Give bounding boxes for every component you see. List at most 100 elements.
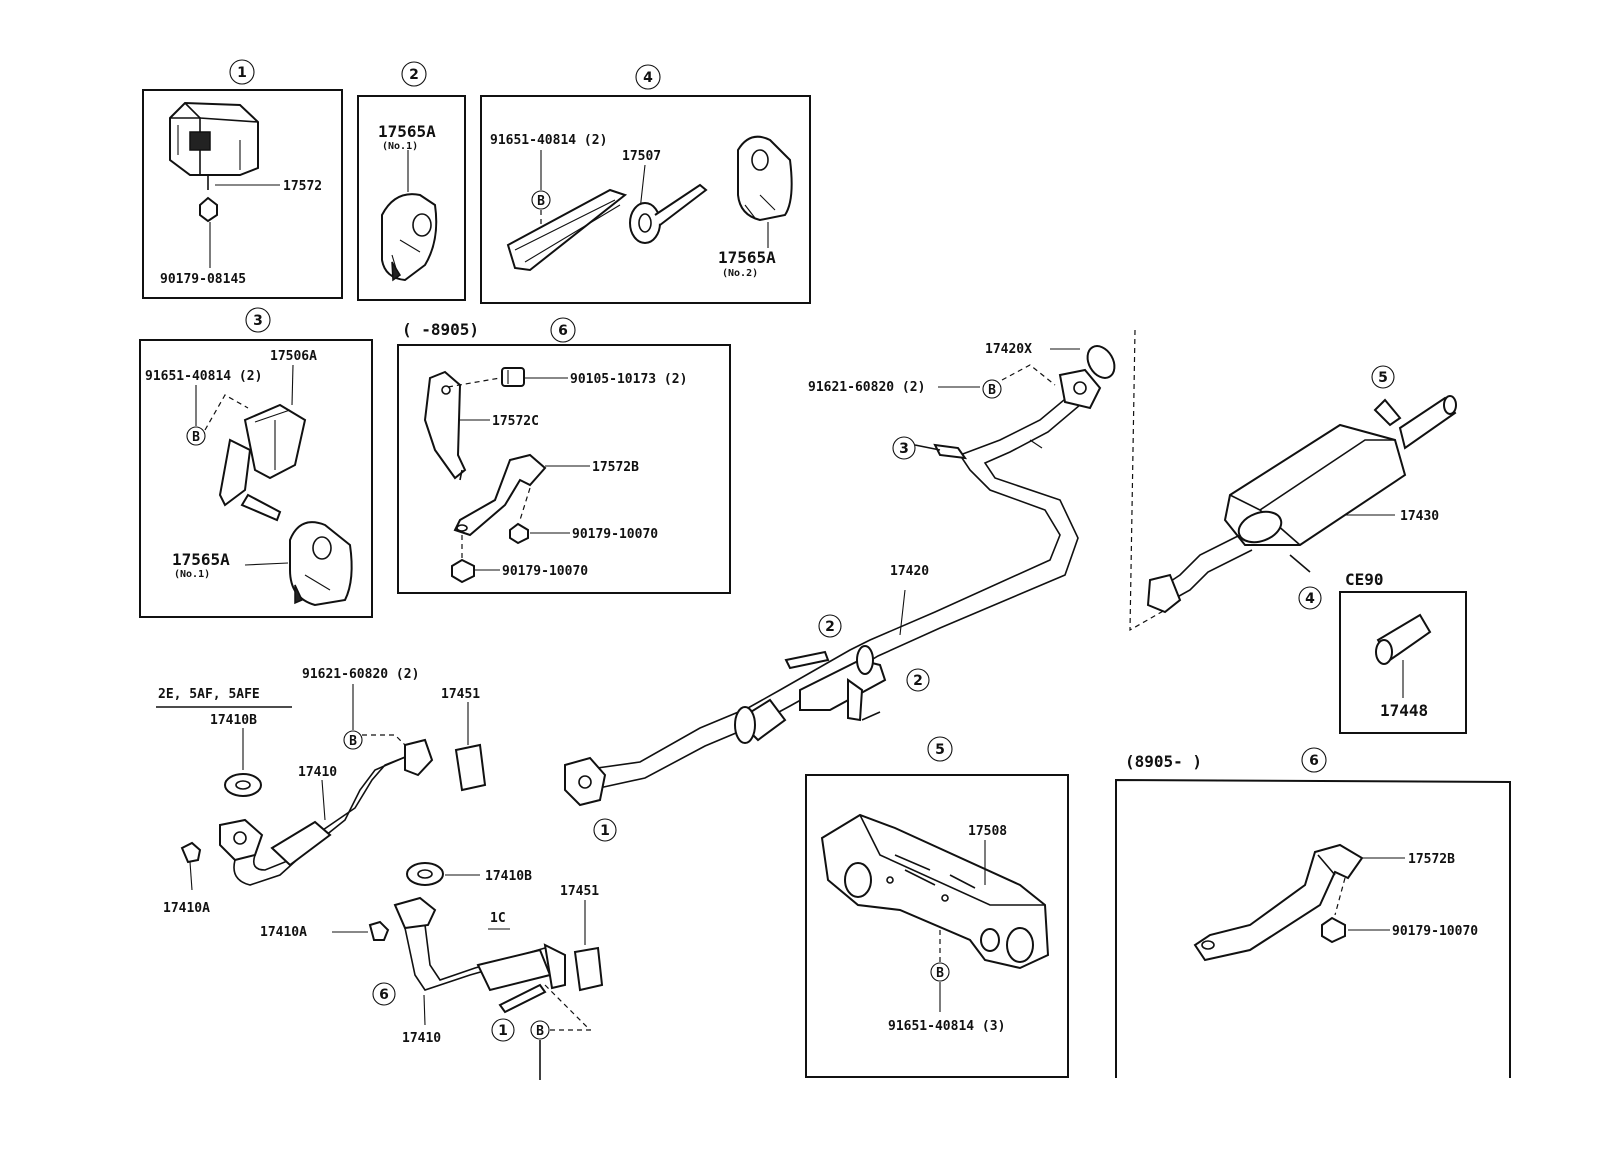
gasket-17410B-b-drawing bbox=[406, 862, 444, 886]
part-label-17565A-no1-p3: 17565A bbox=[172, 550, 230, 569]
callout-5: 5 bbox=[1378, 370, 1388, 386]
panel-ce90: CE90 17448 bbox=[1339, 570, 1467, 734]
part-label-91621-60820-front: 91621-60820 (2) bbox=[302, 667, 419, 682]
panel-5: 5 17508 B 91651-40814 (3) bbox=[805, 736, 1069, 1078]
bracket-17508-drawing bbox=[820, 813, 1050, 970]
callout-4: 4 bbox=[1305, 591, 1315, 607]
bolt-marker-b-main: B bbox=[988, 383, 996, 398]
bolt-marker-b-p5: B bbox=[936, 966, 944, 981]
panel-4-frame bbox=[480, 95, 811, 304]
bolt-marker-b-p4: B bbox=[537, 194, 545, 209]
rubber-hanger-no1-drawing bbox=[381, 193, 438, 282]
part-label-17507: 17507 bbox=[622, 149, 661, 164]
panel-6-early-frame bbox=[397, 344, 731, 594]
panel-2-frame bbox=[357, 95, 466, 301]
part-label-17410-a: 17410 bbox=[298, 765, 337, 780]
engine-variant-heading: 2E, 5AF, 5AFE bbox=[158, 687, 260, 702]
main-exhaust-assembly: 17420 17420X 91621-60820 (2) B 3 bbox=[156, 329, 1457, 1080]
bolt-marker-b-1c: B bbox=[536, 1024, 544, 1039]
part-label-17410A-b: 17410A bbox=[260, 925, 307, 940]
part-label-17410A-a: 17410A bbox=[163, 901, 210, 916]
part-label-17508: 17508 bbox=[968, 824, 1007, 839]
panel-6-early: ( -8905) 6 90105-10173 (2) 17572C 17572B bbox=[397, 317, 731, 594]
bracket-17572B-late-drawing bbox=[1193, 843, 1364, 962]
front-pipe-17410-a-drawing bbox=[219, 738, 434, 886]
part-label-17448: 17448 bbox=[1380, 701, 1428, 720]
bolt-17410A-b-drawing bbox=[368, 920, 390, 941]
hanger-17572-drawing bbox=[169, 101, 280, 268]
part-label-91621-60820-main: 91621-60820 (2) bbox=[808, 380, 925, 395]
panel-3: 3 17506A 91651-40814 (2) B 17565A (No.1) bbox=[139, 307, 373, 618]
part-label-17572: 17572 bbox=[283, 179, 322, 194]
part-label-91651-40814-p5: 91651-40814 (3) bbox=[888, 1019, 1005, 1034]
part-label-17410-b: 17410 bbox=[402, 1031, 441, 1046]
part-label-17572B-late: 17572B bbox=[1408, 852, 1455, 867]
gasket-17451-b-drawing bbox=[573, 946, 604, 992]
panel-ce90-frame bbox=[1339, 591, 1467, 734]
part-label-17410B-b: 17410B bbox=[485, 869, 532, 884]
panel-6-late: (8905- ) 6 17572B 90179-10070 bbox=[1115, 747, 1511, 1078]
part-sublabel-no1: (No.1) bbox=[382, 141, 418, 152]
part-label-90179-10070-late: 90179-10070 bbox=[1392, 924, 1478, 939]
variant-1c-heading: 1C bbox=[490, 911, 506, 926]
nut-90179-10070-b-drawing bbox=[451, 558, 475, 584]
part-label-17572C: 17572C bbox=[492, 414, 539, 429]
panel-6-late-period: (8905- ) bbox=[1125, 752, 1202, 771]
gasket-17410B-a-drawing bbox=[224, 773, 262, 797]
gasket-17451-a-drawing bbox=[454, 743, 487, 792]
rubber-hanger-no2-drawing bbox=[737, 135, 793, 248]
bolt-marker-b-front: B bbox=[349, 734, 357, 749]
bolt-marker-b-p3: B bbox=[192, 430, 200, 445]
panel-1-badge-circle bbox=[229, 59, 255, 85]
panel-2-badge: 2 bbox=[409, 67, 419, 83]
part-label-17565A-no2: 17565A bbox=[718, 248, 776, 267]
nut-90179-10070-a-drawing bbox=[509, 522, 529, 545]
bracket-17572B-early-drawing bbox=[453, 453, 547, 537]
panel-6-late-frame bbox=[1115, 778, 1511, 1078]
part-label-17420X: 17420X bbox=[985, 342, 1032, 357]
part-label-90105-10173: 90105-10173 (2) bbox=[570, 372, 687, 387]
muffler-17430-drawing bbox=[1146, 395, 1457, 614]
panel-3-frame bbox=[139, 339, 373, 618]
part-label-17451-a: 17451 bbox=[441, 687, 480, 702]
panel-1: 1 17572 90179-08145 bbox=[142, 59, 343, 299]
callout-3: 3 bbox=[899, 441, 909, 457]
callout-2-b: 2 bbox=[913, 673, 923, 689]
part-label-17410B-a: 17410B bbox=[210, 713, 257, 728]
panel-6-early-period: ( -8905) bbox=[402, 320, 479, 339]
gasket-17420X-drawing bbox=[1086, 345, 1116, 379]
part-label-90179-10070-a: 90179-10070 bbox=[572, 527, 658, 542]
bracket-17572C-drawing bbox=[423, 370, 467, 481]
callout-2-a: 2 bbox=[825, 619, 835, 635]
part-label-91651-40814-p4: 91651-40814 (2) bbox=[490, 133, 607, 148]
front-pipe-17410-b-drawing bbox=[393, 896, 591, 1031]
panel-4: 4 91651-40814 (2) 17507 B 17565A (No.2) bbox=[480, 64, 811, 304]
panel-1-frame bbox=[142, 89, 343, 299]
panel-6-early-badge: 6 bbox=[558, 323, 568, 339]
part-sublabel-no1-p3: (No.1) bbox=[174, 569, 210, 580]
panel-4-badge: 4 bbox=[643, 70, 653, 86]
center-pipe-17420-drawing bbox=[564, 368, 1102, 807]
bracket-17506A-drawing bbox=[218, 403, 307, 522]
part-label-91651-40814-p3: 91651-40814 (2) bbox=[145, 369, 262, 384]
nut-90179-10070-late-drawing bbox=[1321, 916, 1346, 944]
part-label-17565A-no1: 17565A bbox=[378, 122, 436, 141]
nut-90105-10173-drawing bbox=[501, 367, 525, 387]
rubber-hanger-no1-p3-drawing bbox=[289, 521, 353, 607]
tail-pipe-17448-drawing bbox=[1375, 613, 1432, 665]
part-label-17572B-early: 17572B bbox=[592, 460, 639, 475]
bracket-17507-drawing bbox=[506, 183, 708, 272]
panel-2: 2 17565A (No.1) bbox=[357, 61, 466, 301]
callout-6: 6 bbox=[379, 987, 389, 1003]
part-label-17430: 17430 bbox=[1400, 509, 1439, 524]
part-label-90179-10070-b: 90179-10070 bbox=[502, 564, 588, 579]
panel-6-late-badge: 6 bbox=[1309, 753, 1319, 769]
part-sublabel-no2: (No.2) bbox=[722, 268, 758, 279]
part-label-17420: 17420 bbox=[890, 564, 929, 579]
ce90-heading: CE90 bbox=[1345, 570, 1384, 589]
panel-3-badge: 3 bbox=[253, 313, 263, 329]
part-label-17451-b: 17451 bbox=[560, 884, 599, 899]
callout-1-b: 1 bbox=[498, 1023, 508, 1039]
panel-5-badge: 5 bbox=[935, 742, 945, 758]
